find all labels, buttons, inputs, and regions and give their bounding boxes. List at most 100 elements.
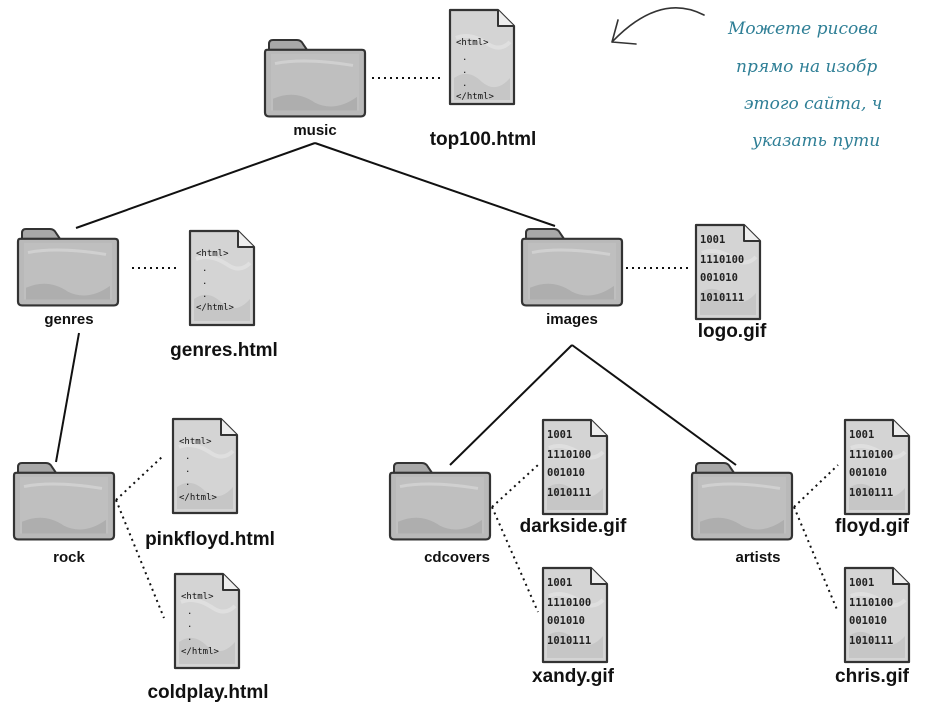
- html-dot: .: [462, 79, 467, 89]
- file-darkside-gif[interactable]: 1001 1110100 001010 1010111 darkside.gif: [520, 418, 627, 537]
- binary-row: 1010111: [849, 487, 893, 499]
- annotation-line-1: Можете рисова: [727, 19, 878, 39]
- binary-row: 1110100: [547, 597, 591, 609]
- connector-music-images: [314, 142, 556, 227]
- binary-row: 1010111: [547, 635, 591, 647]
- file-chris-gif[interactable]: 1001 1110100 001010 1010111 chris.gif: [835, 566, 911, 687]
- html-open-tag: <html>: [179, 437, 212, 447]
- binary-row: 1001: [849, 429, 874, 441]
- html-close-tag: </html>: [179, 493, 218, 503]
- file-coldplay-html[interactable]: <html> . . . </html> coldplay.html: [147, 572, 269, 703]
- binary-row: 1001: [849, 577, 874, 589]
- html-close-tag: </html>: [456, 92, 495, 102]
- handwritten-annotation: Можете рисова прямо на изобр этого сайта…: [611, 7, 882, 151]
- file-label-chris: chris.gif: [835, 666, 910, 687]
- html-dot: .: [462, 66, 467, 76]
- file-label-floyd: floyd.gif: [835, 516, 910, 537]
- folder-label-genres: genres: [44, 311, 93, 328]
- html-dot: .: [185, 465, 190, 475]
- folder-icon: [263, 38, 367, 118]
- annotation-line-4: указать пути: [751, 131, 880, 151]
- html-document-icon: <html> . . . </html>: [188, 229, 256, 327]
- gif-image-icon: 1001 1110100 001010 1010111: [694, 223, 762, 321]
- connector-images-artists: [571, 344, 737, 466]
- binary-row: 001010: [547, 467, 585, 479]
- html-dot: .: [185, 478, 190, 488]
- folder-cdcovers[interactable]: cdcovers: [388, 461, 492, 566]
- folder-label-rock: rock: [53, 549, 85, 566]
- connector-music-genres: [75, 142, 316, 229]
- folder-icon: [520, 227, 624, 307]
- gif-image-icon: 1001 1110100 001010 1010111: [843, 566, 911, 664]
- binary-row: 1110100: [849, 449, 893, 461]
- dotted-cdcovers-xandy: [491, 506, 539, 613]
- folder-icon: [16, 227, 120, 307]
- annotation-line-2: прямо на изобр: [736, 57, 877, 77]
- binary-row: 1110100: [700, 254, 744, 266]
- folder-label-cdcovers: cdcovers: [424, 549, 490, 566]
- folder-images[interactable]: images: [520, 227, 624, 328]
- file-top100-html[interactable]: <html> . . . </html> top100.html: [430, 8, 537, 150]
- html-document-icon: <html> . . . </html>: [448, 8, 516, 106]
- dotted-rock-pinkfloyd: [115, 455, 164, 501]
- folder-icon: [12, 461, 116, 541]
- dotted-cdcovers-darkside: [491, 464, 539, 508]
- folder-genres[interactable]: genres: [16, 227, 120, 328]
- binary-row: 1110100: [849, 597, 893, 609]
- annotation-arrow: [611, 7, 705, 45]
- file-pinkfloyd-html[interactable]: <html> . . . </html> pinkfloyd.html: [145, 417, 275, 550]
- annotation-line-3: этого сайта, ч: [744, 94, 882, 114]
- binary-row: 001010: [547, 615, 585, 627]
- html-dot: .: [187, 620, 192, 630]
- binary-row: 1001: [700, 234, 725, 246]
- gif-image-icon: 1001 1110100 001010 1010111: [541, 566, 609, 664]
- binary-row: 001010: [700, 272, 738, 284]
- html-dot: .: [187, 607, 192, 617]
- file-label-xandy: xandy.gif: [532, 666, 615, 687]
- html-dot: .: [187, 633, 192, 643]
- folder-label-images: images: [546, 311, 598, 328]
- html-document-icon: <html> . . . </html>: [173, 572, 241, 670]
- folder-icon: [690, 461, 794, 541]
- folder-artists[interactable]: artists: [690, 461, 794, 566]
- binary-row: 001010: [849, 467, 887, 479]
- tree-connectors: [55, 142, 737, 466]
- html-open-tag: <html>: [181, 592, 214, 602]
- html-open-tag: <html>: [196, 249, 229, 259]
- file-genres-html[interactable]: <html> . . . </html> genres.html: [170, 229, 278, 361]
- html-dot: .: [202, 264, 207, 274]
- folder-rock[interactable]: rock: [12, 461, 116, 566]
- binary-row: 001010: [849, 615, 887, 627]
- binary-row: 1001: [547, 429, 572, 441]
- html-document-icon: <html> . . . </html>: [171, 417, 239, 515]
- file-label-top100: top100.html: [430, 129, 537, 150]
- dotted-artists-floyd: [793, 464, 839, 508]
- file-label-genres-html: genres.html: [170, 340, 278, 361]
- binary-row: 1010111: [700, 292, 744, 304]
- html-dot: .: [462, 53, 467, 63]
- binary-row: 1110100: [547, 449, 591, 461]
- html-dot: .: [185, 452, 190, 462]
- file-label-coldplay: coldplay.html: [147, 682, 268, 703]
- binary-row: 1010111: [849, 635, 893, 647]
- dotted-artists-chris: [793, 506, 839, 613]
- html-dot: .: [202, 277, 207, 287]
- folder-label-artists: artists: [735, 549, 780, 566]
- gif-image-icon: 1001 1110100 001010 1010111: [541, 418, 609, 516]
- file-floyd-gif[interactable]: 1001 1110100 001010 1010111 floyd.gif: [835, 418, 911, 537]
- file-label-logo: logo.gif: [698, 321, 767, 342]
- folder-music[interactable]: music: [263, 38, 367, 139]
- file-dotted-connectors: [115, 77, 839, 619]
- dotted-rock-coldplay: [115, 499, 165, 619]
- file-logo-gif[interactable]: 1001 1110100 001010 1010111 logo.gif: [694, 223, 767, 342]
- binary-row: 1001: [547, 577, 572, 589]
- binary-row: 1010111: [547, 487, 591, 499]
- folder-label-music: music: [293, 122, 336, 139]
- file-xandy-gif[interactable]: 1001 1110100 001010 1010111 xandy.gif: [532, 566, 615, 687]
- file-label-darkside: darkside.gif: [520, 516, 627, 537]
- connector-images-cdcovers: [449, 344, 573, 466]
- gif-image-icon: 1001 1110100 001010 1010111: [843, 418, 911, 516]
- connector-genres-rock: [55, 332, 80, 463]
- folder-icon: [388, 461, 492, 541]
